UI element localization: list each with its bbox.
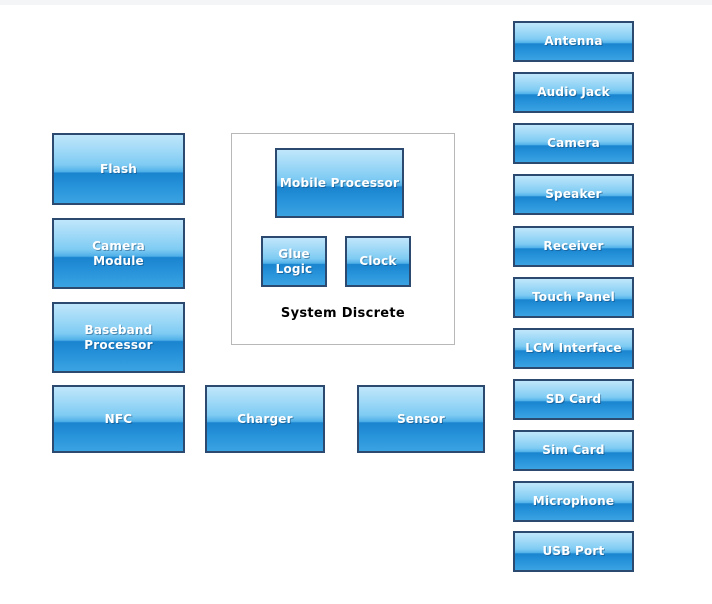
block-camera-module[interactable]: Camera Module	[52, 218, 185, 289]
block-label: Camera Module	[92, 238, 145, 268]
block-label: Flash	[99, 161, 138, 176]
block-label: Speaker	[545, 187, 602, 201]
block-label: LCM Interface	[525, 341, 622, 355]
block-label: Clock	[359, 254, 397, 268]
block-sd-card[interactable]: SD Card	[513, 379, 634, 420]
block-label: Baseband Processor	[84, 322, 153, 352]
block-usb-port[interactable]: USB Port	[513, 531, 634, 572]
block-label: Antenna	[544, 34, 603, 48]
block-label: Camera	[547, 136, 600, 150]
block-glue-logic[interactable]: Glue Logic	[261, 236, 327, 287]
block-charger[interactable]: Charger	[205, 385, 325, 453]
block-baseband-processor[interactable]: Baseband Processor	[52, 302, 185, 373]
block-microphone[interactable]: Microphone	[513, 481, 634, 522]
block-label: Touch Panel	[532, 290, 615, 304]
block-speaker[interactable]: Speaker	[513, 174, 634, 215]
block-label: Audio Jack	[537, 85, 610, 99]
block-label: Sim Card	[542, 443, 605, 457]
block-label: USB Port	[542, 544, 605, 558]
block-mobile-processor[interactable]: Mobile Processor	[275, 148, 404, 218]
block-receiver[interactable]: Receiver	[513, 226, 634, 267]
block-touch-panel[interactable]: Touch Panel	[513, 277, 634, 318]
block-label: Receiver	[543, 239, 604, 253]
block-flash[interactable]: Flash	[52, 133, 185, 205]
block-clock[interactable]: Clock	[345, 236, 411, 287]
block-label: SD Card	[545, 392, 602, 406]
block-nfc[interactable]: NFC	[52, 385, 185, 453]
block-label: NFC	[104, 411, 133, 426]
top-edge-strip	[0, 0, 712, 5]
block-antenna[interactable]: Antenna	[513, 21, 634, 62]
block-lcm-interface[interactable]: LCM Interface	[513, 328, 634, 369]
block-label: Charger	[237, 411, 293, 426]
system-discrete-caption: System Discrete	[280, 306, 406, 321]
block-label: Microphone	[532, 494, 615, 508]
block-label: Glue Logic	[275, 246, 313, 276]
block-label: Mobile Processor	[279, 175, 400, 190]
block-sim-card[interactable]: Sim Card	[513, 430, 634, 471]
block-audio-jack[interactable]: Audio Jack	[513, 72, 634, 113]
block-camera[interactable]: Camera	[513, 123, 634, 164]
block-sensor[interactable]: Sensor	[357, 385, 485, 453]
block-label: Sensor	[397, 411, 445, 426]
